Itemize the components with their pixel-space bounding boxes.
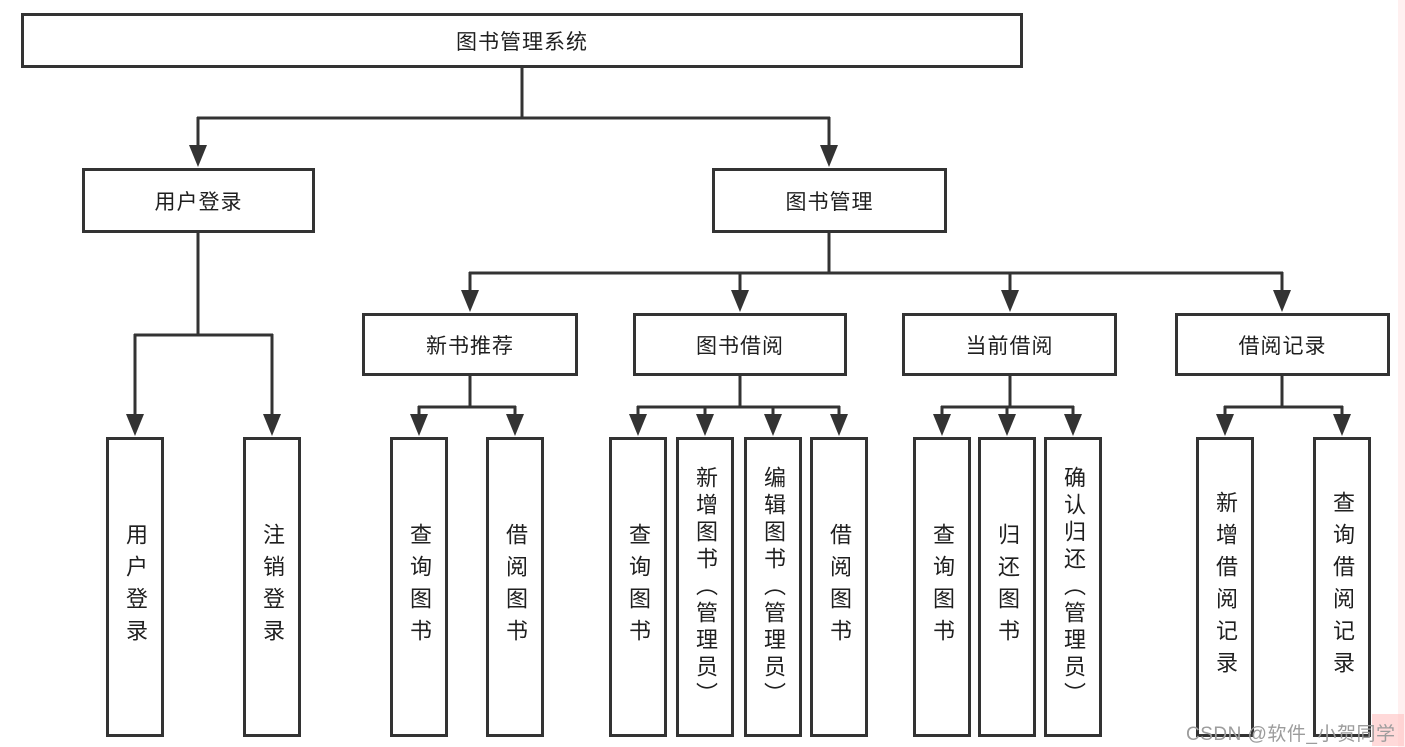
leaf-add-borrow-record: 新增借阅记录 [1196, 437, 1254, 737]
node-label: 图书管理系统 [456, 30, 588, 54]
node-label: 查询借阅记录 [1330, 491, 1355, 683]
node-label: 借阅图书 [503, 523, 528, 651]
node-user-login: 用户登录 [82, 168, 315, 233]
node-label: 新书推荐 [426, 334, 514, 358]
node-label: 图书管理 [785, 190, 874, 214]
node-label: 当前借阅 [965, 334, 1054, 358]
node-label: 用户登录 [154, 190, 243, 214]
node-label: 确认归还（管理员） [1061, 465, 1086, 709]
node-label: 新增图书（管理员） [693, 465, 718, 709]
leaf-query-books-current: 查询图书 [913, 437, 971, 737]
leaf-query-books-borrow: 查询图书 [609, 437, 667, 737]
node-label: 用户登录 [123, 523, 148, 651]
leaf-add-book-admin: 新增图书（管理员） [676, 437, 734, 737]
watermark-red-accent [1372, 714, 1404, 746]
node-label: 归还图书 [995, 523, 1020, 651]
node-book-management: 图书管理 [712, 168, 947, 233]
node-label: 注销登录 [260, 523, 285, 651]
leaf-logout: 注销登录 [243, 437, 301, 737]
node-label: 借阅图书 [827, 523, 852, 651]
node-label: 查询图书 [407, 523, 432, 651]
node-current-borrow: 当前借阅 [902, 313, 1117, 376]
node-label: 新增借阅记录 [1213, 491, 1238, 683]
leaf-query-borrow-record: 查询借阅记录 [1313, 437, 1371, 737]
node-new-book-recommend: 新书推荐 [362, 313, 578, 376]
node-borrow-records: 借阅记录 [1175, 313, 1390, 376]
node-label: 查询图书 [930, 523, 955, 651]
leaf-confirm-return-admin: 确认归还（管理员） [1044, 437, 1102, 737]
node-library-system: 图书管理系统 [21, 13, 1023, 68]
right-edge-tint [1398, 0, 1405, 747]
node-label: 查询图书 [626, 523, 651, 651]
leaf-query-books-recommend: 查询图书 [390, 437, 448, 737]
leaf-edit-book-admin: 编辑图书（管理员） [744, 437, 802, 737]
arrowheads [126, 145, 1351, 436]
node-book-borrow: 图书借阅 [633, 313, 847, 376]
node-label: 借阅记录 [1238, 334, 1327, 358]
node-label: 图书借阅 [696, 334, 784, 358]
node-label: 编辑图书（管理员） [761, 465, 786, 709]
watermark-text: CSDN @软件_小贺同学 [1186, 724, 1396, 745]
leaf-borrow-books-recommend: 借阅图书 [486, 437, 544, 737]
leaf-return-books: 归还图书 [978, 437, 1036, 737]
leaf-borrow-books: 借阅图书 [810, 437, 868, 737]
leaf-user-login: 用户登录 [106, 437, 164, 737]
